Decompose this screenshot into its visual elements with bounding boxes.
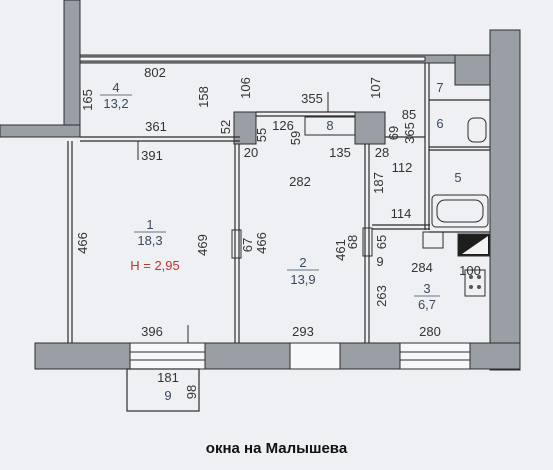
dim-126: 126 (272, 118, 294, 133)
room-1-height: H = 2,95 (130, 258, 180, 273)
dim-293: 293 (292, 324, 314, 339)
bathtub (431, 194, 489, 228)
room-5-number: 5 (454, 170, 461, 185)
dim-165: 165 (80, 89, 95, 111)
room-3-number: 3 (423, 281, 430, 296)
dim-802: 802 (144, 65, 166, 80)
cooktop (464, 269, 486, 297)
wall-bottom-right (339, 342, 401, 370)
dim-67: 67 (240, 238, 255, 252)
dim-28: 28 (375, 145, 389, 160)
caption: окна на Малышева (205, 440, 348, 457)
door-room1 (231, 229, 242, 259)
wall-pillar-left (233, 111, 257, 145)
dim-396: 396 (141, 324, 163, 339)
room-2-number: 2 (299, 255, 306, 270)
dim-365: 365 (402, 122, 417, 144)
sink (422, 231, 444, 249)
room-1-number: 1 (146, 217, 153, 232)
dim-284: 284 (411, 260, 433, 275)
dim-100: 100 (459, 263, 481, 278)
dim-20: 20 (244, 145, 258, 160)
dim-391: 391 (141, 148, 163, 163)
room-3-area: 6,7 (418, 297, 436, 312)
door-room2 (362, 227, 373, 257)
room-6-number: 6 (436, 116, 443, 131)
walls (0, 0, 521, 371)
dim-466-mid: 466 (254, 232, 269, 254)
room-2-area: 13,9 (290, 272, 315, 287)
dim-461: 461 (333, 239, 348, 261)
dim-114: 114 (391, 206, 412, 221)
window-top-left (79, 56, 426, 62)
dim-187: 187 (371, 172, 386, 194)
dim-282: 282 (289, 174, 311, 189)
room-9-number: 9 (164, 388, 171, 403)
fixtures (137, 92, 491, 343)
dim-9: 9 (376, 254, 383, 269)
windows (79, 56, 471, 370)
dim-98: 98 (184, 385, 199, 399)
wall-bottom-left (34, 342, 131, 370)
dim-263: 263 (374, 285, 389, 307)
dim-280: 280 (419, 324, 441, 339)
partitions (67, 63, 490, 343)
dim-112: 112 (392, 160, 413, 175)
dim-69: 69 (386, 126, 401, 140)
dim-469: 469 (195, 234, 210, 256)
window-room2 (289, 342, 341, 370)
room-7-number: 7 (436, 80, 443, 95)
dim-135: 135 (329, 145, 351, 160)
room-4-area: 13,2 (103, 96, 128, 111)
dim-59: 59 (288, 131, 303, 145)
room-8-number: 8 (326, 118, 333, 133)
dim-361: 361 (145, 119, 167, 134)
dim-52: 52 (218, 120, 233, 134)
balcony (126, 368, 200, 412)
dim-85: 85 (402, 107, 416, 122)
wall-pillar-right (354, 111, 386, 145)
room-4-number: 4 (112, 80, 119, 95)
wall-left-upper (63, 0, 81, 136)
dim-106: 106 (238, 77, 253, 99)
window-room3 (399, 342, 471, 370)
toilet (467, 117, 487, 143)
dimension-labels: 802 165 158 106 355 107 361 52 126 55 85… (75, 65, 481, 399)
dim-107: 107 (368, 77, 383, 99)
dim-68: 68 (345, 235, 360, 249)
wall-right (489, 29, 521, 371)
wall-bottom-end (469, 342, 521, 370)
wall-left-corner (0, 124, 81, 138)
dim-466-left: 466 (75, 232, 90, 254)
dim-55: 55 (254, 128, 269, 142)
window-room1 (129, 342, 206, 370)
dim-158: 158 (196, 86, 211, 108)
dim-355: 355 (301, 91, 323, 106)
dim-181: 181 (157, 370, 179, 385)
room-labels: 4 13,2 1 18,3 H = 2,95 2 13,9 3 6,7 5 6 … (100, 80, 462, 403)
door-pantry (304, 116, 356, 136)
room-1-area: 18,3 (137, 233, 162, 248)
dim-65: 65 (374, 235, 389, 249)
